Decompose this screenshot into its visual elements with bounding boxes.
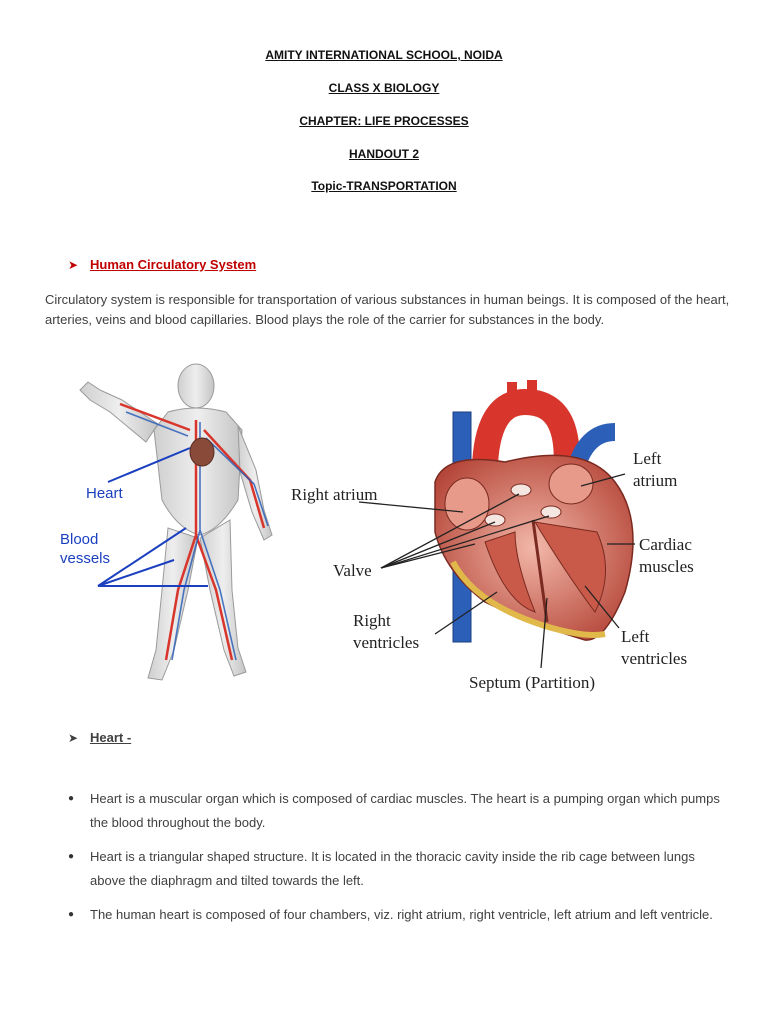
label-septum: Septum (Partition) <box>469 673 595 692</box>
heart-diagram-figure: Right atrium Valve Right ventricles Sept… <box>291 380 694 692</box>
section-heading-circulatory: ➤ Human Circulatory System <box>68 257 256 272</box>
label-left-ventricles-2: ventricles <box>621 649 687 668</box>
arrow-bullet-icon: ➤ <box>68 257 79 272</box>
section-title: Human Circulatory System <box>90 257 257 272</box>
round-bullet-icon: ● <box>68 793 75 804</box>
label-cardiac-2: muscles <box>639 557 694 576</box>
list-item-text: The human heart is composed of four cham… <box>90 907 713 922</box>
label-vessels: vessels <box>60 550 110 567</box>
label-left-atrium-2: atrium <box>633 471 677 490</box>
round-bullet-icon: ● <box>68 851 75 862</box>
class-title: CLASS X BIOLOGY <box>328 81 440 95</box>
label-blood: Blood <box>60 531 98 548</box>
chapter-title: CHAPTER: LIFE PROCESSES <box>299 114 469 128</box>
list-item-text: Heart is a triangular shaped structure. … <box>90 849 695 888</box>
label-right-ventricles-1: Right <box>353 611 391 630</box>
list-item-text: Heart is a muscular organ which is compo… <box>90 791 720 830</box>
section-heading-heart: ➤ Heart - <box>68 730 131 745</box>
arrow-bullet-icon: ➤ <box>68 730 79 745</box>
topic-title: Topic-TRANSPORTATION <box>311 179 457 193</box>
label-valve: Valve <box>333 561 372 580</box>
list-item: ● Heart is a triangular shaped structure… <box>68 845 728 893</box>
label-cardiac-1: Cardiac <box>639 535 692 554</box>
intro-paragraph: Circulatory system is responsible for tr… <box>45 292 730 327</box>
human-body-figure: Heart Blood vessels <box>60 363 273 681</box>
school-name: AMITY INTERNATIONAL SCHOOL, NOIDA <box>265 48 503 62</box>
handout-title: HANDOUT 2 <box>348 147 419 161</box>
list-item: ● Heart is a muscular organ which is com… <box>68 787 728 835</box>
round-bullet-icon: ● <box>68 909 75 920</box>
label-left-ventricles-1: Left <box>621 627 650 646</box>
list-item: ● The human heart is composed of four ch… <box>68 903 728 927</box>
section-title: Heart - <box>90 730 132 745</box>
label-heart: Heart <box>86 485 124 502</box>
label-right-atrium: Right atrium <box>291 485 377 504</box>
label-right-ventricles-2: ventricles <box>353 633 419 652</box>
label-left-atrium-1: Left <box>633 449 662 468</box>
